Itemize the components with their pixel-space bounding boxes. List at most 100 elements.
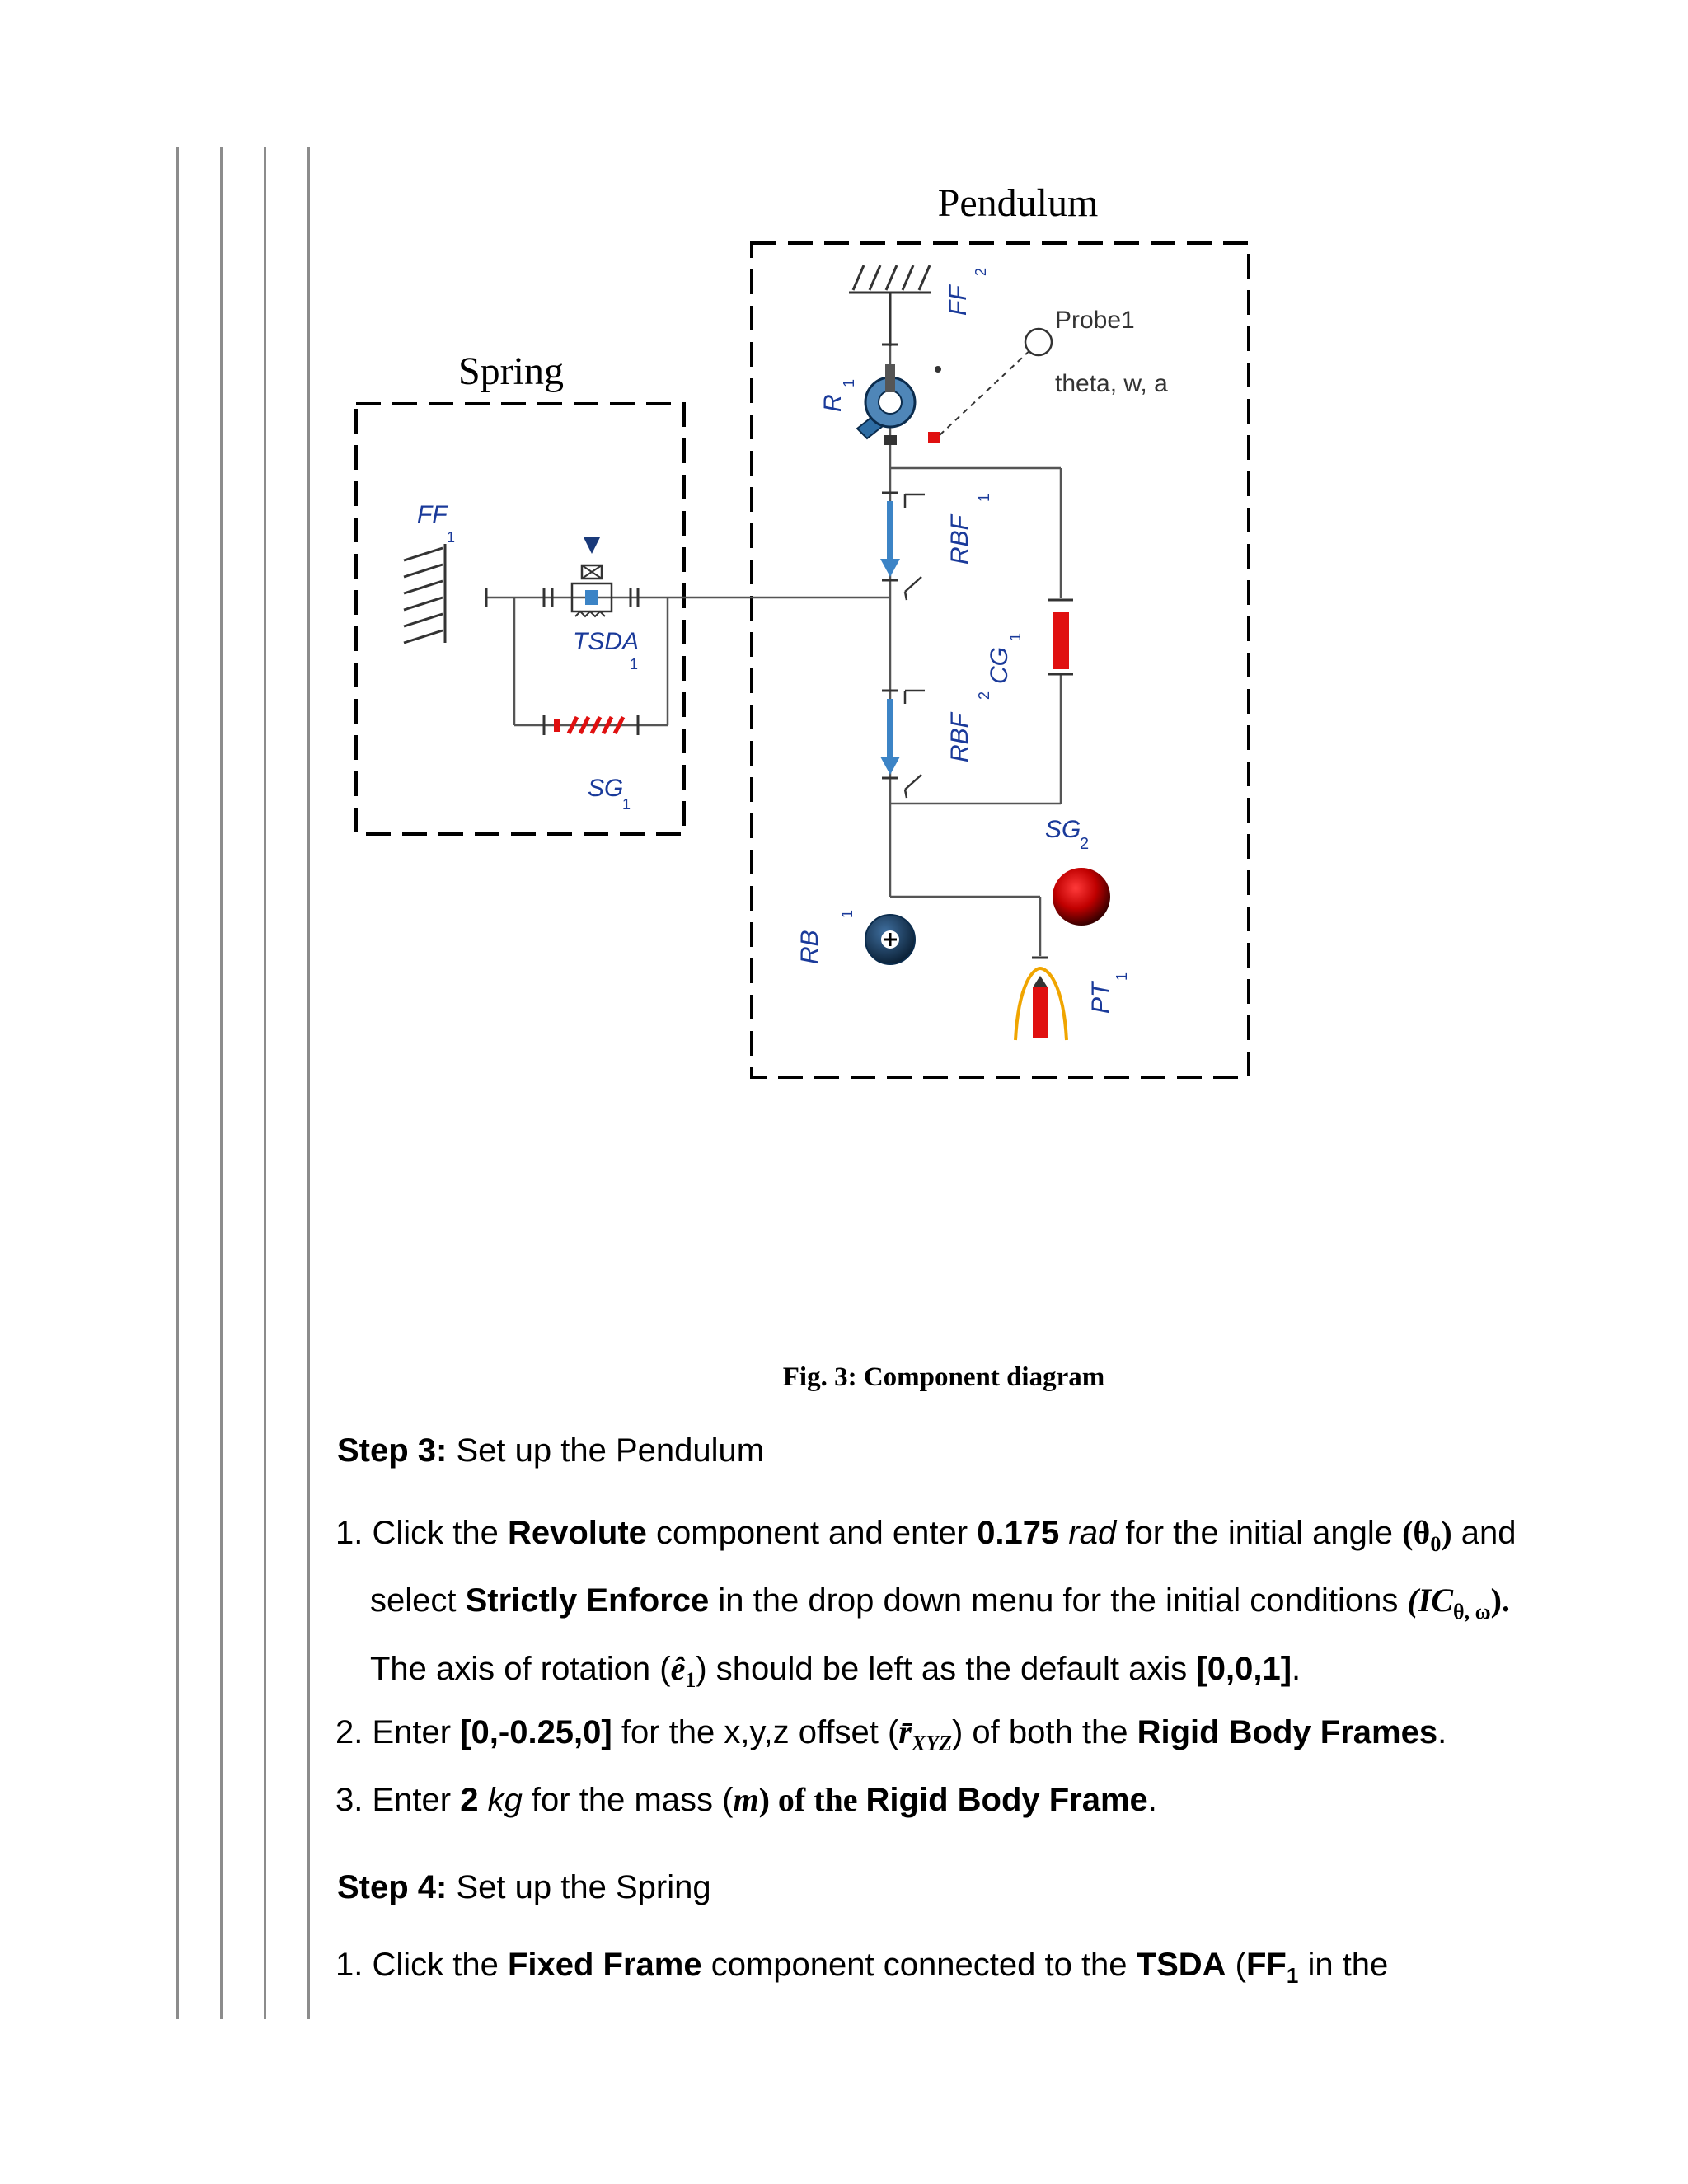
text: select [370, 1582, 466, 1619]
spring-box [354, 402, 686, 836]
svg-text:1: 1 [1114, 972, 1130, 981]
theta-subscript: 0 [1430, 1532, 1442, 1556]
axis-value: [0,0,1] [1196, 1651, 1292, 1687]
step4-label: Step 4: [337, 1869, 448, 1905]
step4-item1: 1. Click the Fixed Frame component conne… [335, 1947, 1388, 1989]
svg-text:1: 1 [839, 910, 856, 918]
rigid-body-frame-rbf2-icon [880, 689, 925, 799]
pendulum-box [750, 241, 1250, 1079]
svg-text:RBF: RBF [946, 513, 973, 565]
ic-subscript: θ, ω [1453, 1600, 1491, 1624]
fixed-frame-term: Fixed Frame [507, 1947, 702, 1983]
label-ff2: FF 2 [945, 268, 989, 316]
text: for the initial angle [1116, 1515, 1403, 1551]
probe-icon [1024, 327, 1053, 357]
text: component connected to the [701, 1947, 1137, 1983]
text: and [1451, 1515, 1517, 1551]
step3-item1-line2: select Strictly Enforce in the drop down… [370, 1581, 1510, 1624]
label-tsda-sub: 1 [630, 656, 638, 673]
component-diagram: Pendulum Spring FF 2 [354, 181, 1250, 1079]
step3-text: Set up the Pendulum [447, 1432, 765, 1469]
margin-bar [264, 147, 266, 2019]
text: ) [1441, 1514, 1452, 1551]
ic-symbol: (IC [1407, 1582, 1454, 1619]
revolute-joint-r1-icon [856, 364, 941, 445]
unit: kg [478, 1782, 523, 1818]
offset-symbol: r̄ [898, 1713, 912, 1750]
axis-subscript: 1 [685, 1668, 696, 1692]
step3-item2: 2. Enter [0,-0.25,0] for the x,y,z offse… [335, 1713, 1447, 1756]
step3-label: Step 3: [337, 1432, 448, 1469]
ff-term: FF [1245, 1947, 1287, 1983]
label-rbf2: RBF 2 [946, 691, 992, 762]
step4-text: Set up the Spring [447, 1869, 711, 1905]
rigid-body-frame-term: Rigid Body Frame [865, 1782, 1148, 1818]
probe-link [939, 345, 1035, 436]
label-rb1: RB 1 [796, 910, 856, 964]
text: ) of the [758, 1781, 866, 1818]
svg-text:1: 1 [976, 494, 992, 502]
text: ). [1490, 1582, 1510, 1619]
svg-text:1: 1 [1007, 633, 1024, 641]
label-ff1: FF [417, 501, 448, 528]
spring-geometry-sg1-icon [542, 715, 640, 735]
label-ff1-sub: 1 [447, 529, 455, 546]
label-cg1: CG 1 [986, 633, 1024, 684]
spring-title: Spring [458, 349, 564, 393]
step3-heading: Step 3: Set up the Pendulum [337, 1432, 764, 1469]
text: ) of both the [951, 1714, 1137, 1750]
text: ) should be left as the default axis [696, 1651, 1197, 1687]
revolute-term: Revolute [507, 1515, 647, 1551]
unit: rad [1068, 1515, 1117, 1551]
text: . [1437, 1714, 1447, 1750]
theta-symbol: (θ [1402, 1514, 1431, 1551]
fixed-frame-ff1-icon [403, 544, 488, 644]
axis-symbol: ê [670, 1650, 686, 1687]
label-rbf1: RBF 1 [946, 494, 992, 565]
fixed-frame-ff2-icon [849, 265, 931, 346]
label-sg1: SG [588, 775, 623, 802]
svg-text:RBF: RBF [946, 711, 973, 762]
text: . [1147, 1782, 1157, 1818]
svg-text:2: 2 [976, 691, 992, 700]
svg-text:1: 1 [841, 379, 857, 387]
text: The axis of rotation ( [370, 1651, 671, 1687]
svg-text:RB: RB [796, 930, 823, 964]
text: for the x,y,z offset ( [612, 1714, 899, 1750]
svg-text:FF: FF [945, 284, 972, 316]
label-tsda: TSDA [573, 628, 639, 655]
label-sg1-sub: 1 [622, 796, 631, 813]
sphere-geometry-sg2-icon [1053, 868, 1110, 926]
text: component and enter [646, 1515, 978, 1551]
svg-text:PT: PT [1087, 980, 1114, 1014]
figure-caption: Fig. 3: Component diagram [782, 1362, 1105, 1392]
text: 2. Enter [335, 1714, 461, 1750]
margin-bar [176, 147, 179, 2019]
particle-trace-pt1-icon [1014, 956, 1068, 1041]
text: ( [1226, 1947, 1246, 1983]
strictly-enforce-term: Strictly Enforce [465, 1582, 710, 1619]
offset-value: [0,-0.25,0] [460, 1714, 612, 1750]
step3-item1-line3: The axis of rotation (ê1) should be left… [370, 1649, 1301, 1693]
rigid-body-frames-term: Rigid Body Frames [1137, 1714, 1438, 1750]
text: 1. Click the [335, 1515, 508, 1551]
text: 3. Enter [335, 1782, 461, 1818]
probe-name: Probe1 [1055, 307, 1135, 334]
mass-value: 2 [460, 1782, 479, 1818]
text: for the mass ( [522, 1782, 734, 1818]
cylindrical-geometry-cg1-icon [1048, 598, 1073, 676]
margin-bar [220, 147, 223, 2019]
svg-text:R: R [819, 394, 846, 412]
label-pt1: PT 1 [1087, 972, 1130, 1014]
ff-subscript: 1 [1286, 1963, 1299, 1988]
probe-variables: theta, w, a [1055, 370, 1168, 397]
margin-bar [307, 147, 310, 2019]
pendulum-title: Pendulum [938, 181, 1099, 225]
text: in the drop down menu for the initial co… [709, 1582, 1408, 1619]
angle-value: 0.175 [977, 1515, 1060, 1551]
label-sg2-sub: 2 [1080, 835, 1089, 853]
svg-text:CG: CG [986, 647, 1013, 684]
step3-item1-line1: 1. Click the Revolute component and ente… [335, 1513, 1517, 1557]
mass-symbol: m [733, 1781, 759, 1818]
offset-subscript: XYZ [911, 1732, 952, 1755]
